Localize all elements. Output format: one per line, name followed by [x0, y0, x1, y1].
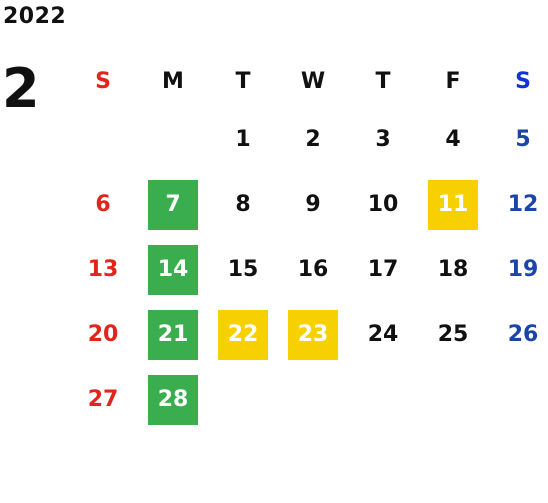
day-number: 23	[288, 309, 338, 360]
day-cell-highlighted: 7	[138, 172, 208, 237]
day-cell: 4	[418, 107, 488, 172]
day-number: 16	[297, 257, 329, 282]
day-cell-empty	[348, 367, 418, 432]
weekday-header-wed: W	[300, 68, 326, 94]
day-cell-empty	[488, 367, 548, 432]
day-cell: 16	[278, 237, 348, 302]
day-number: 18	[437, 257, 469, 282]
day-cell-highlighted: 23	[278, 302, 348, 367]
day-cell	[68, 107, 138, 172]
day-cell-highlighted: 22	[208, 302, 278, 367]
calendar-grid: S M T W T F S 1 2 3 4 5 6 7 8 9 10 11 12…	[68, 55, 548, 432]
day-number: 6	[95, 192, 111, 217]
weekday-header-sat: S	[515, 68, 531, 94]
day-number: 9	[305, 192, 321, 217]
day-cell: 19	[488, 237, 548, 302]
day-number: 19	[507, 257, 539, 282]
day-number	[78, 115, 128, 165]
day-cell-highlighted: 14	[138, 237, 208, 302]
day-cell: 25	[418, 302, 488, 367]
day-number: 4	[445, 127, 461, 152]
day-number: 21	[148, 309, 198, 360]
day-cell: 12	[488, 172, 548, 237]
day-cell: 9	[278, 172, 348, 237]
day-cell-empty	[418, 367, 488, 432]
day-number: 24	[367, 322, 399, 347]
weekday-header-tue: T	[235, 68, 251, 94]
day-cell: 1	[208, 107, 278, 172]
day-number: 5	[515, 127, 531, 152]
weekday-header-thu: T	[375, 68, 391, 94]
day-cell: 26	[488, 302, 548, 367]
weekday-header-fri: F	[445, 68, 461, 94]
day-cell: 17	[348, 237, 418, 302]
day-number: 15	[227, 257, 259, 282]
day-number: 26	[507, 322, 539, 347]
day-number: 27	[87, 387, 119, 412]
day-number: 3	[375, 127, 391, 152]
day-cell: 20	[68, 302, 138, 367]
day-cell-highlighted: 28	[138, 367, 208, 432]
day-cell: 10	[348, 172, 418, 237]
day-number: 7	[148, 179, 198, 230]
day-number: 10	[367, 192, 399, 217]
day-number: 22	[218, 309, 268, 360]
day-cell: 24	[348, 302, 418, 367]
day-number: 2	[305, 127, 321, 152]
day-cell: 27	[68, 367, 138, 432]
day-cell: 15	[208, 237, 278, 302]
month-number: 2	[2, 57, 40, 120]
day-number: 12	[507, 192, 539, 217]
day-cell	[138, 107, 208, 172]
day-number: 1	[235, 127, 251, 152]
day-number: 25	[437, 322, 469, 347]
day-number: 11	[428, 179, 478, 230]
day-cell-highlighted: 21	[138, 302, 208, 367]
weekday-header-sun: S	[95, 68, 111, 94]
weekday-header-mon: M	[162, 68, 184, 94]
day-cell-highlighted: 11	[418, 172, 488, 237]
day-cell-empty	[278, 367, 348, 432]
day-cell: 3	[348, 107, 418, 172]
day-cell: 2	[278, 107, 348, 172]
year-label: 2022	[3, 4, 67, 29]
day-cell: 13	[68, 237, 138, 302]
day-number: 14	[148, 244, 198, 295]
day-number	[148, 115, 198, 165]
day-number: 20	[87, 322, 119, 347]
day-number: 28	[148, 374, 198, 425]
day-number: 17	[367, 257, 399, 282]
day-cell-empty	[208, 367, 278, 432]
day-cell: 18	[418, 237, 488, 302]
day-number: 13	[87, 257, 119, 282]
day-cell: 6	[68, 172, 138, 237]
day-cell: 5	[488, 107, 548, 172]
day-cell: 8	[208, 172, 278, 237]
day-number: 8	[235, 192, 251, 217]
